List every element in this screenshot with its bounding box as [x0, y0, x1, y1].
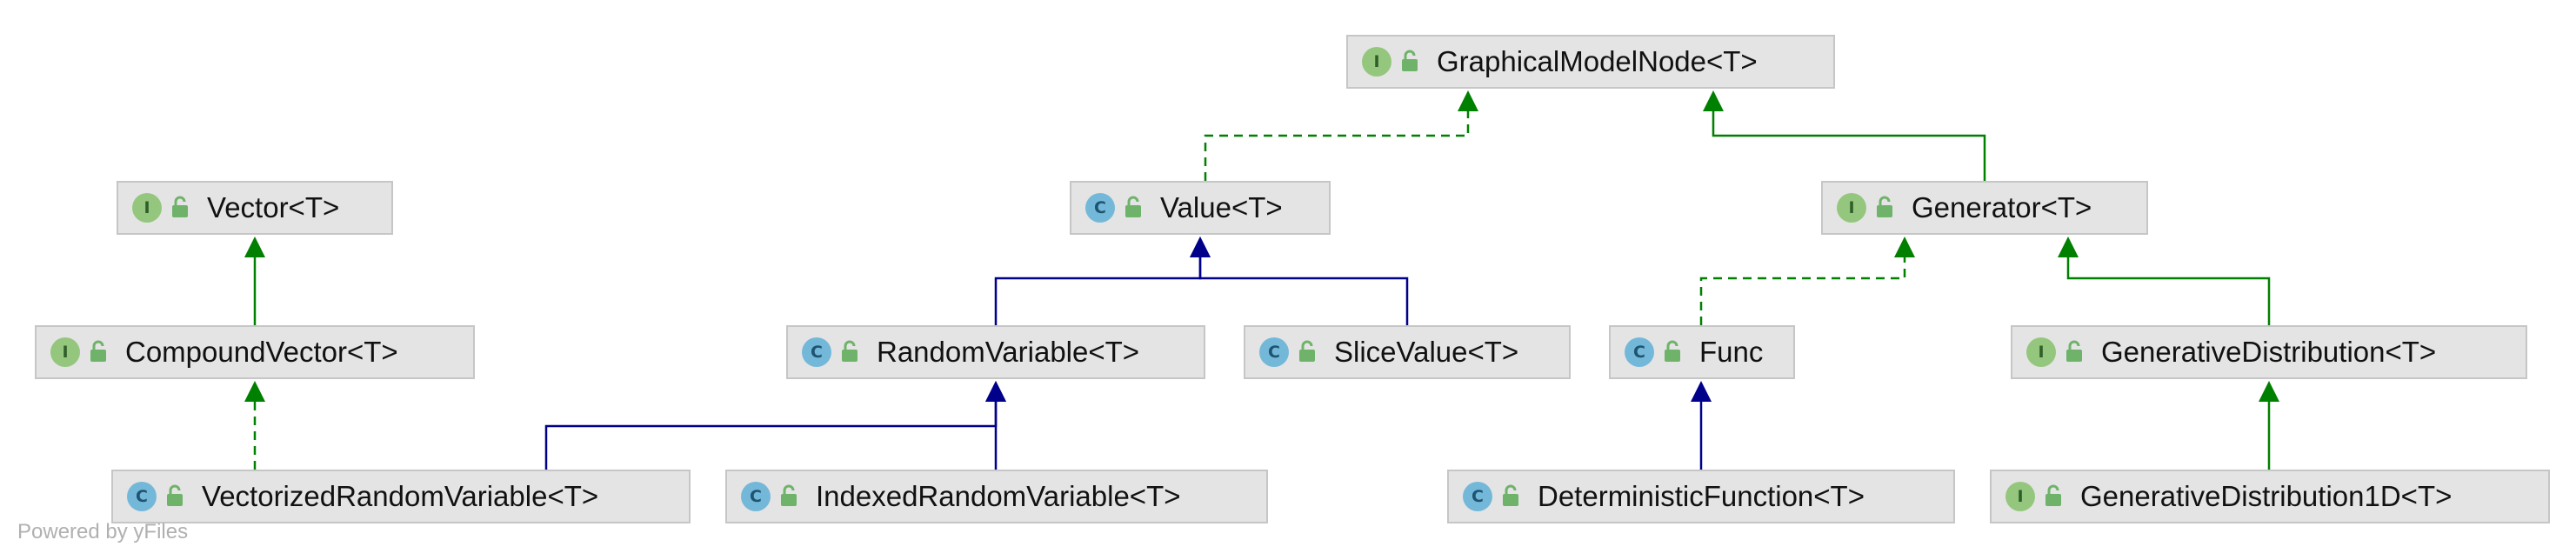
- interface-badge-icon: I: [50, 337, 80, 367]
- node-label: RandomVariable<T>: [877, 336, 1140, 368]
- node-indexedrandomvariable[interactable]: C IndexedRandomVariable<T>: [725, 470, 1268, 523]
- node-label: IndexedRandomVariable<T>: [816, 480, 1181, 512]
- node-randomvariable[interactable]: C RandomVariable<T>: [786, 325, 1205, 379]
- node-label: GraphicalModelNode<T>: [1437, 45, 1758, 77]
- node-label: GenerativeDistribution1D<T>: [2080, 480, 2453, 512]
- edge-func-to-generator: [1699, 256, 1906, 325]
- node-deterministicfunction[interactable]: C DeterministicFunction<T>: [1447, 470, 1955, 523]
- lock-icon: [2045, 484, 2061, 506]
- node-label: Generator<T>: [1912, 191, 2092, 223]
- arrowhead-compoundvector: [244, 381, 265, 402]
- node-vectorizedrandomvariable[interactable]: C VectorizedRandomVariable<T>: [111, 470, 691, 523]
- edge-generativedistribution-to-generator: [2066, 256, 2271, 325]
- lock-icon: [1402, 50, 1418, 71]
- edge-randomvariable-to-value: [994, 256, 1202, 325]
- arrowhead-vector: [244, 237, 265, 257]
- arrowhead-generator: [1894, 237, 1915, 257]
- edge-generator-to-graphicalmodelnode: [1712, 110, 1986, 181]
- node-compoundvector[interactable]: I CompoundVector<T>: [35, 325, 475, 379]
- edge-vectorizedrandomvariable-to-randomvariable: [544, 400, 998, 470]
- lock-icon: [90, 340, 106, 362]
- node-label: CompoundVector<T>: [125, 336, 398, 368]
- node-value[interactable]: C Value<T>: [1070, 181, 1331, 235]
- lock-icon: [1877, 196, 1892, 217]
- interface-badge-icon: I: [1837, 193, 1866, 223]
- class-badge-icon: C: [802, 337, 831, 367]
- interface-badge-icon: I: [2026, 337, 2056, 367]
- class-badge-icon: C: [741, 482, 771, 511]
- lock-icon: [842, 340, 858, 362]
- node-label: GenerativeDistribution<T>: [2101, 336, 2437, 368]
- arrowhead-generativedistribution: [2259, 381, 2279, 402]
- abstract-class-badge-icon: C: [1625, 337, 1654, 367]
- arrowhead-graphicalmodelnode: [1703, 90, 1724, 111]
- node-generativedistribution1d[interactable]: I GenerativeDistribution1D<T>: [1990, 470, 2550, 523]
- arrowhead-randomvariable: [985, 381, 1006, 402]
- node-vector[interactable]: I Vector<T>: [117, 181, 393, 235]
- class-badge-icon: C: [127, 482, 157, 511]
- lock-icon: [1503, 484, 1518, 506]
- lock-icon: [781, 484, 797, 506]
- node-label: SliceValue<T>: [1334, 336, 1519, 368]
- node-label: Value<T>: [1160, 191, 1283, 223]
- arrowhead-graphicalmodelnode: [1458, 90, 1478, 111]
- node-label: VectorizedRandomVariable<T>: [202, 480, 599, 512]
- interface-badge-icon: I: [2005, 482, 2035, 511]
- arrowhead-generator: [2058, 237, 2079, 257]
- class-badge-icon: C: [1085, 193, 1115, 223]
- edge-value-to-graphicalmodelnode: [1204, 110, 1470, 181]
- lock-icon: [1125, 196, 1141, 217]
- abstract-class-badge-icon: C: [1463, 482, 1492, 511]
- edge-slicevalue-to-value: [1198, 256, 1409, 325]
- lock-icon: [2066, 340, 2082, 362]
- lock-icon: [1299, 340, 1315, 362]
- node-func[interactable]: C Func: [1609, 325, 1795, 379]
- class-badge-icon: C: [1259, 337, 1289, 367]
- node-label: DeterministicFunction<T>: [1538, 480, 1865, 512]
- node-graphicalmodelnode[interactable]: I GraphicalModelNode<T>: [1346, 35, 1835, 89]
- interface-badge-icon: I: [1362, 47, 1391, 77]
- node-label: Func: [1699, 336, 1764, 368]
- lock-icon: [167, 484, 183, 506]
- lock-icon: [172, 196, 188, 217]
- lock-icon: [1665, 340, 1680, 362]
- node-generator[interactable]: I Generator<T>: [1821, 181, 2148, 235]
- node-generativedistribution[interactable]: I GenerativeDistribution<T>: [2011, 325, 2527, 379]
- interface-badge-icon: I: [132, 193, 162, 223]
- arrowhead-func: [1691, 381, 1712, 402]
- arrowhead-value: [1190, 237, 1211, 257]
- yfiles-watermark: Powered by yFiles: [17, 520, 189, 543]
- node-slicevalue[interactable]: C SliceValue<T>: [1244, 325, 1571, 379]
- node-label: Vector<T>: [207, 191, 340, 223]
